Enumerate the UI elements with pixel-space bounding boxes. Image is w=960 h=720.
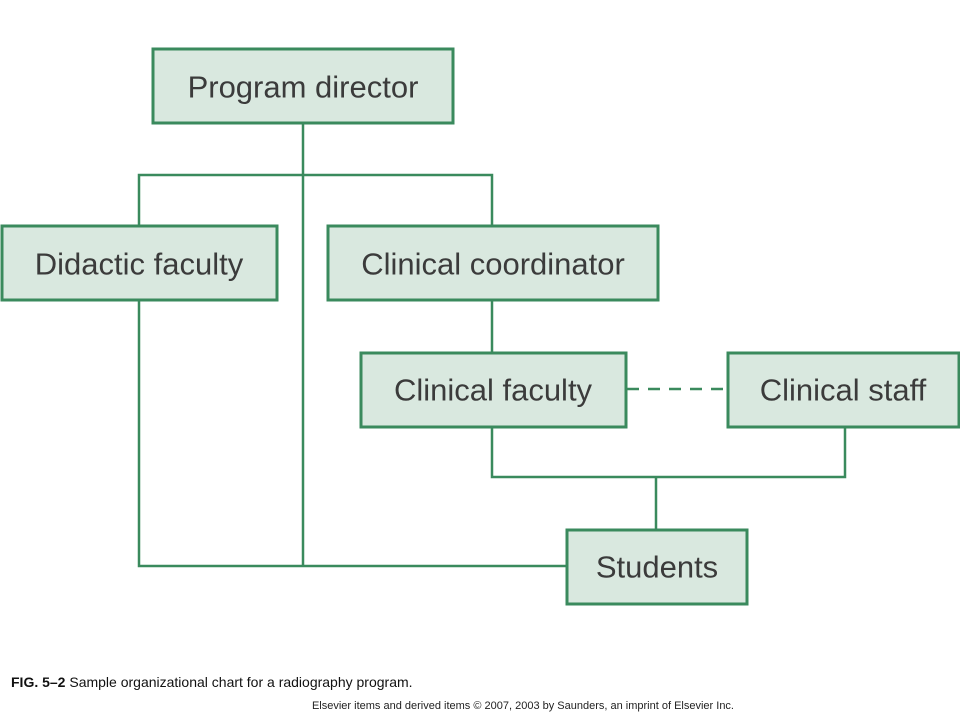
node-label: Clinical coordinator (361, 247, 625, 282)
node-didactic-faculty: Didactic faculty (0, 224, 279, 302)
connectors (137, 123, 847, 568)
node-label: Clinical faculty (394, 373, 593, 408)
figure-label: FIG. 5–2 (11, 674, 66, 690)
node-label: Didactic faculty (35, 247, 244, 282)
edge-faculty-staff-to-students (490, 427, 847, 530)
node-label: Students (596, 550, 718, 585)
org-chart: Program director Didactic faculty Clinic… (0, 47, 960, 606)
node-program-director: Program director (151, 47, 455, 125)
figure-caption: FIG. 5–2 Sample organizational chart for… (11, 674, 413, 690)
node-students: Students (565, 528, 749, 606)
node-clinical-faculty: Clinical faculty (359, 351, 628, 429)
edge-director-branch (137, 173, 494, 226)
edge-didactic-to-students (137, 300, 567, 568)
node-label: Program director (188, 70, 419, 105)
node-label: Clinical staff (760, 373, 927, 408)
copyright-credit: Elsevier items and derived items © 2007,… (311, 700, 734, 712)
node-clinical-staff: Clinical staff (726, 351, 960, 429)
figure-caption-text: Sample organizational chart for a radiog… (65, 674, 413, 690)
node-clinical-coordinator: Clinical coordinator (326, 224, 660, 302)
